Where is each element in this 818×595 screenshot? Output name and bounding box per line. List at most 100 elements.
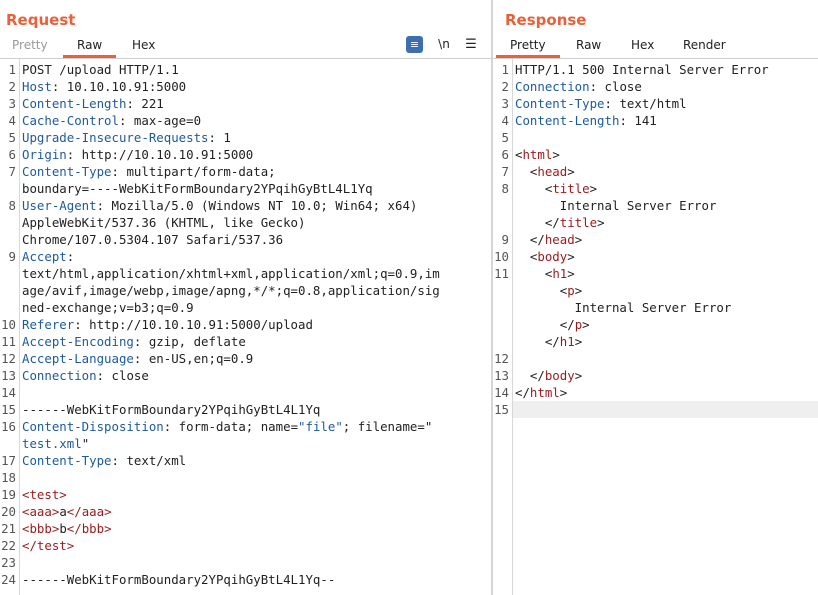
line-number: 18 xyxy=(1,470,16,485)
code-token: Content-Length xyxy=(22,96,127,111)
line-number: 13 xyxy=(1,368,16,383)
response-tab-render[interactable]: Render xyxy=(683,38,726,52)
code-line: <html> xyxy=(515,146,560,163)
request-tab-hex[interactable]: Hex xyxy=(132,38,156,52)
code-token: : close xyxy=(96,368,149,383)
code-line: </p> xyxy=(515,316,590,333)
code-token: test.xml xyxy=(22,436,82,451)
code-token: < xyxy=(515,164,538,179)
line-number: 7 xyxy=(501,164,509,179)
line-number: 1 xyxy=(501,62,509,77)
code-line: Connection: close xyxy=(22,367,149,384)
code-token: > xyxy=(567,164,575,179)
code-line: AppleWebKit/537.36 (KHTML, like Gecko) xyxy=(22,214,305,231)
response-gutter xyxy=(493,59,513,595)
code-token: : max-age=0 xyxy=(118,113,202,128)
request-tab-pretty[interactable]: Pretty xyxy=(12,38,48,52)
line-number: 20 xyxy=(1,504,16,519)
line-number: 12 xyxy=(1,351,16,366)
line-number: 4 xyxy=(501,113,509,128)
line-number: 9 xyxy=(501,232,509,247)
code-line: Content-Type: text/html xyxy=(515,95,687,112)
code-line: </h1> xyxy=(515,333,582,350)
code-token: Connection xyxy=(515,79,590,94)
code-token: : http://10.10.10.91:5000 xyxy=(66,147,254,162)
code-token: head xyxy=(537,164,568,179)
code-token: boundary=----WebKitFormBoundary2YPqihGyB… xyxy=(22,181,373,196)
code-token: a xyxy=(59,504,67,519)
code-token: </ xyxy=(515,317,575,332)
code-token: HTTP/1.1 500 Internal Server Error xyxy=(515,62,769,77)
line-number: 13 xyxy=(494,368,509,383)
code-token: < xyxy=(515,283,568,298)
code-line: <aaa>a</aaa> xyxy=(22,503,112,520)
code-token: html xyxy=(522,147,553,162)
code-token: </aaa> xyxy=(66,504,112,519)
code-line: </body> xyxy=(515,367,582,384)
code-line: HTTP/1.1 500 Internal Server Error xyxy=(515,61,769,78)
line-number: 6 xyxy=(8,147,16,162)
request-title: Request xyxy=(6,11,76,29)
code-line: Accept-Language: en-US,en;q=0.9 xyxy=(22,350,253,367)
line-number: 19 xyxy=(1,487,16,502)
newline-toggle-icon[interactable]: \n xyxy=(438,37,450,51)
line-number: 1 xyxy=(8,62,16,77)
line-number: 24 xyxy=(1,572,16,587)
code-token: html xyxy=(529,385,560,400)
code-line: Accept-Encoding: gzip, deflate xyxy=(22,333,246,350)
code-token: > xyxy=(597,215,605,230)
code-line: </title> xyxy=(515,214,605,231)
code-token: Cache-Control xyxy=(22,113,119,128)
code-token: > xyxy=(574,283,583,298)
code-token: Internal Server Error xyxy=(515,198,717,213)
request-tab-raw[interactable]: Raw xyxy=(62,38,117,58)
line-number: 4 xyxy=(8,113,16,128)
line-number: 16 xyxy=(1,419,16,434)
code-token: Content-Length xyxy=(515,113,620,128)
line-number: 12 xyxy=(494,351,509,366)
code-line: <head> xyxy=(515,163,575,180)
code-token: < xyxy=(515,249,538,264)
line-number: 9 xyxy=(8,249,16,264)
code-token: > xyxy=(567,249,575,264)
response-tab-raw[interactable]: Raw xyxy=(576,38,602,52)
hamburger-menu-icon[interactable]: ☰ xyxy=(465,37,477,52)
code-token: Accept-Encoding xyxy=(22,334,134,349)
code-line: ------WebKitFormBoundary2YPqihGyBtL4L1Yq xyxy=(22,401,320,418)
code-token: : Mozilla/5.0 (Windows NT 10.0; Win64; x… xyxy=(96,198,418,213)
code-token: Connection xyxy=(22,368,97,383)
code-token: text/html,application/xhtml+xml,applicat… xyxy=(22,266,440,281)
line-number: 2 xyxy=(501,79,509,94)
code-token: < xyxy=(515,266,553,281)
code-token: : xyxy=(66,249,75,264)
code-token: < xyxy=(515,181,553,196)
code-token: <bbb> xyxy=(22,521,60,536)
code-token: : 10.10.10.91:5000 xyxy=(51,79,187,94)
code-line: Referer: http://10.10.10.91:5000/upload xyxy=(22,316,313,333)
code-token: ------WebKitFormBoundary2YPqihGyBtL4L1Yq… xyxy=(22,572,336,587)
pane-divider[interactable] xyxy=(491,0,493,595)
wrap-lines-icon[interactable]: ≡ xyxy=(406,36,423,53)
code-token: Content-Type xyxy=(515,96,605,111)
code-token: > xyxy=(574,334,583,349)
code-token: </ xyxy=(515,385,530,400)
request-pane: Request Pretty Raw Hex ≡ \n ☰ 1 POST /upl… xyxy=(0,11,491,595)
code-line: <p> xyxy=(515,282,582,299)
code-line: POST /upload HTTP/1.1 xyxy=(22,61,179,78)
line-number: 22 xyxy=(1,538,16,553)
code-line: Content-Length: 221 xyxy=(22,95,164,112)
code-token: title xyxy=(559,215,598,230)
code-token: Referer xyxy=(22,317,75,332)
code-line: <bbb>b</bbb> xyxy=(22,520,112,537)
code-token: </ xyxy=(515,215,560,230)
code-line: Internal Server Error xyxy=(515,299,732,316)
code-token: h1 xyxy=(552,266,568,281)
code-token: : text/xml xyxy=(111,453,187,468)
code-line: Content-Disposition: form-data; name="fi… xyxy=(22,418,432,435)
code-token: Upgrade-Insecure-Requests xyxy=(22,130,209,145)
response-title: Response xyxy=(505,11,587,29)
response-tab-hex[interactable]: Hex xyxy=(631,38,655,52)
response-tab-pretty[interactable]: Pretty xyxy=(496,38,560,58)
line-number: 5 xyxy=(8,130,16,145)
code-token: Chrome/107.0.5304.107 Safari/537.36 xyxy=(22,232,284,247)
